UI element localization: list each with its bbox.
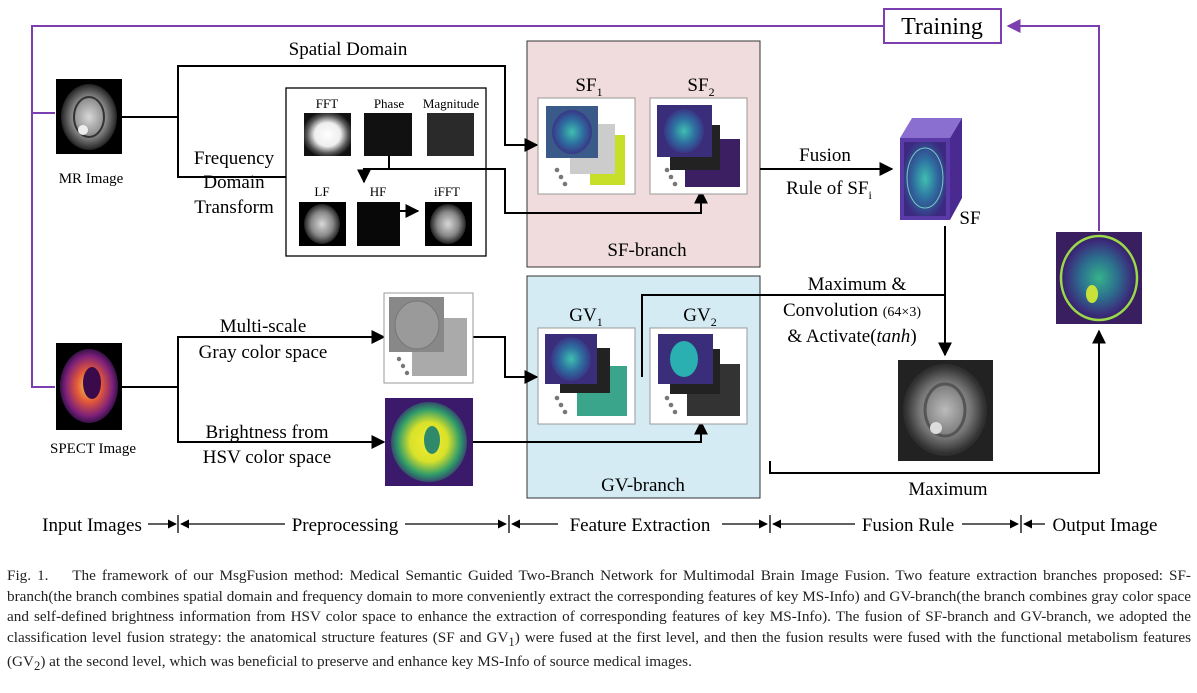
sf2-feature-stack (649, 97, 748, 195)
hf-image (357, 202, 400, 246)
framework-diagram: Training MR Image SPECT Image Spatial Do… (31, 8, 1158, 536)
magnitude-image (427, 113, 474, 156)
freq-label-3: Transform (194, 197, 274, 218)
phase-label: Phase (374, 96, 405, 111)
stage-fusion-label: Fusion Rule (862, 515, 954, 536)
gv-branch-label: GV-branch (601, 475, 685, 496)
max-conv-label-1: Maximum & (808, 274, 907, 295)
sf1-label: SF1 (575, 75, 602, 99)
max-conv-label-3: & Activate(tanh) (787, 326, 916, 347)
caption-text-1: The framework of our MsgFusion method: M… (7, 567, 1191, 646)
caption-sub-2: 2 (34, 659, 41, 674)
sf2-label: SF2 (687, 75, 714, 99)
gv2-label: GV2 (683, 305, 716, 329)
output-fused-image (1056, 232, 1142, 324)
fusion-label-1: Fusion (799, 145, 851, 166)
spect-image (56, 343, 122, 430)
caption-text-2: ) were fused at the first level, and the… (7, 628, 1191, 671)
mr-image-label: MR Image (59, 171, 124, 187)
sf1-feature-stack (537, 97, 636, 195)
caption-label: Fig. 1. (7, 567, 49, 584)
ifft-label: iFFT (434, 184, 460, 199)
fft-image (304, 113, 351, 156)
fft-label: FFT (316, 96, 338, 111)
hf-label: HF (370, 184, 387, 199)
lf-image (299, 202, 346, 246)
phase-image (364, 113, 412, 156)
stage-output-label: Output Image (1052, 515, 1157, 536)
training-box (883, 8, 1002, 44)
training-loop (31, 19, 1100, 388)
stage-axis (148, 515, 1045, 533)
lf-label: LF (314, 184, 329, 199)
mr-image (56, 79, 122, 154)
sf-output-label: SF (959, 208, 980, 229)
brightness-label-2: HSV color space (203, 447, 331, 468)
maximum-label: Maximum (908, 479, 987, 500)
brightness-label-1: Brightness from (206, 422, 329, 443)
max-conv-label-2: Convolution (64×3) (783, 300, 921, 321)
magnitude-label: Magnitude (423, 96, 480, 111)
brightness-hsv-image (385, 398, 473, 486)
multiscale-label-2: Gray color space (199, 342, 328, 363)
gv1-label: GV1 (569, 305, 602, 329)
stage-input-label: Input Images (42, 515, 142, 536)
multiscale-gray-image (383, 292, 474, 384)
gv2-feature-stack (649, 327, 748, 425)
sf-branch-label: SF-branch (607, 240, 687, 261)
freq-label-1: Frequency (194, 148, 275, 169)
training-label: Training (901, 14, 983, 40)
ifft-image (425, 202, 472, 246)
sf-feature-cube (900, 118, 962, 220)
gv1-feature-stack (537, 327, 636, 425)
gv-flow-lines (122, 294, 1106, 474)
stage-feature-label: Feature Extraction (570, 515, 711, 536)
stage-preprocessing-label: Preprocessing (292, 515, 399, 536)
fusion-label-2: Rule of SFi (786, 178, 872, 202)
freq-label-2: Domain (203, 172, 265, 193)
spatial-domain-label: Spatial Domain (289, 39, 408, 60)
caption-sub-1: 1 (508, 634, 515, 649)
maximum-fused-image (898, 360, 993, 461)
sf-flow-lines (122, 65, 952, 357)
caption-text-3: ) at the second level, which was benefic… (40, 653, 692, 671)
multiscale-label-1: Multi-scale (220, 316, 307, 337)
spect-image-label: SPECT Image (50, 441, 136, 457)
figure-caption: Fig. 1. The framework of our MsgFusion m… (7, 566, 1191, 677)
